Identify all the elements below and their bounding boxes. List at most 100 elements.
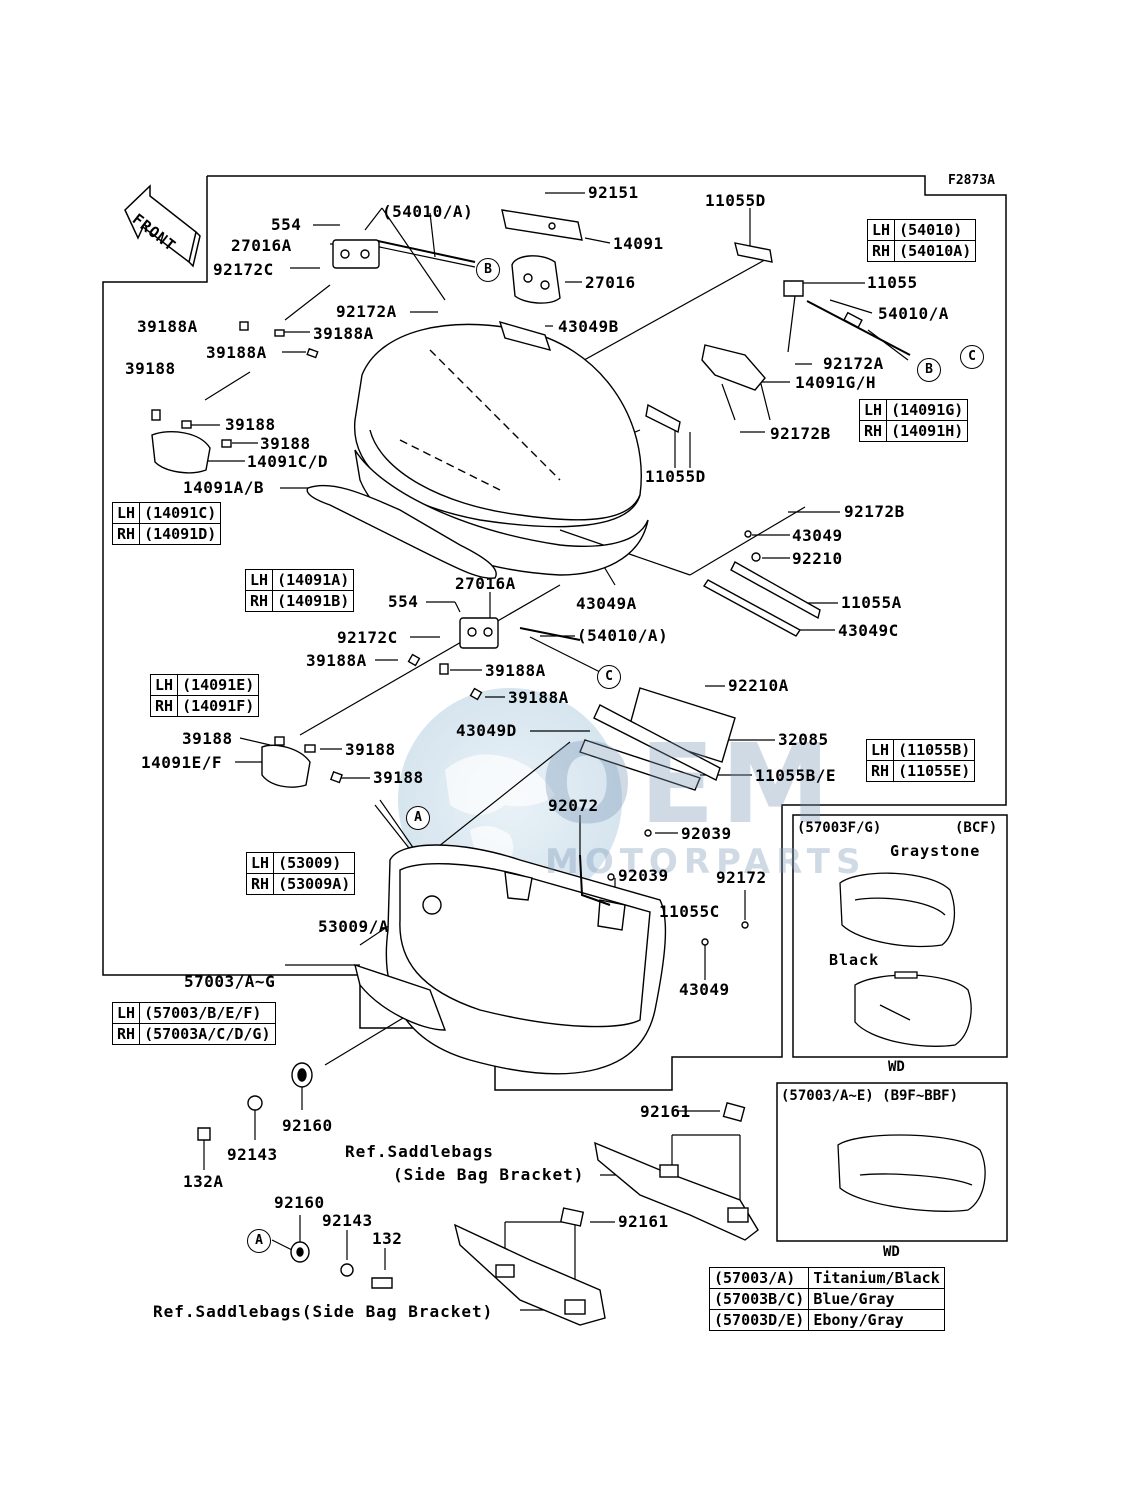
part-label: 92172C	[213, 260, 274, 279]
callout-b: B	[476, 258, 500, 282]
inset2-wd: WD	[883, 1244, 900, 1260]
cover-14091EF	[261, 744, 311, 788]
part-label: 92210	[792, 549, 843, 568]
part-label: 132	[372, 1229, 403, 1248]
inset1-title-model: (57003F/G)	[797, 820, 882, 836]
inset1-wd: WD	[888, 1059, 905, 1075]
part-label: 43049D	[456, 721, 517, 740]
bolt-132	[371, 1277, 393, 1289]
part-label: 32085	[778, 730, 829, 749]
diagram-frame	[102, 175, 1007, 1091]
part-label: 39188	[182, 729, 233, 748]
cover-14091GH	[701, 344, 766, 391]
part-label: 92161	[618, 1212, 669, 1231]
plate-43049B	[498, 320, 552, 352]
part-label: 92151	[588, 183, 639, 202]
strip-43049D	[593, 704, 721, 781]
watermark-subtext: MOTORPARTS	[545, 842, 867, 882]
part-label: 43049	[679, 980, 730, 999]
part-label: 43049A	[576, 594, 637, 613]
part-label: 92039	[681, 824, 732, 843]
part-label: 92172C	[337, 628, 398, 647]
saddlebag-body-shape	[385, 844, 667, 1075]
inset1-title-code: (BCF)	[955, 820, 998, 836]
inset-bag-sketches	[837, 872, 986, 1212]
part-label: 39188A	[206, 343, 267, 362]
part-label: 554	[388, 592, 419, 611]
part-label: 39188	[125, 359, 176, 378]
part-label: 39188A	[508, 688, 569, 707]
part-label: 57003/A~G	[184, 972, 276, 991]
lh-rh-table-14091A: LH(14091A) RH(14091B)	[244, 569, 355, 612]
part-label: 14091E/F	[141, 753, 223, 772]
part-label: 43049C	[838, 621, 899, 640]
part-label: 43049	[792, 526, 843, 545]
latch-27016A-mid	[459, 617, 499, 649]
part-label: (54010/A)	[382, 202, 474, 221]
lh-rh-table-57003: LH(57003/B/E/F) RH(57003A/C/D/G)	[111, 1002, 276, 1045]
part-label: 92210A	[728, 676, 789, 695]
side-bag-bracket-upper	[594, 1141, 759, 1241]
gasket-53009	[354, 963, 447, 1031]
inset1-graystone: Graystone	[890, 842, 981, 860]
inset2-title: (57003/A~E) (B9F~BBF)	[781, 1088, 959, 1104]
part-label: 92172B	[770, 424, 831, 443]
lh-rh-table-53009: LH(53009) RH(53009A)	[245, 852, 356, 895]
part-label: 14091A/B	[183, 478, 265, 497]
part-label: 92072	[548, 796, 599, 815]
ref-side-bag-bracket-upper: (Side Bag Bracket)	[393, 1165, 585, 1184]
part-label: 39188	[225, 415, 276, 434]
latch-27016	[511, 255, 561, 304]
part-label: 92160	[274, 1193, 325, 1212]
color-table: (57003/A)Titanium/Black (57003B/C)Blue/G…	[708, 1267, 945, 1331]
callout-a: A	[406, 806, 430, 830]
part-label: 53009/A	[318, 917, 389, 936]
rod-43049C	[702, 579, 802, 637]
part-label: 92161	[640, 1102, 691, 1121]
part-label: 14091C/D	[247, 452, 329, 471]
bracket-11055D-mid	[645, 403, 681, 434]
part-label: 11055D	[645, 467, 706, 486]
callout-b: B	[917, 358, 941, 382]
rod-11055A	[730, 561, 821, 620]
part-label: 92039	[618, 866, 669, 885]
part-label: 43049B	[558, 317, 619, 336]
part-label: 39188A	[137, 317, 198, 336]
lh-rh-table-14091G: LH(14091G) RH(14091H)	[858, 399, 969, 442]
lh-rh-table-14091E: LH(14091E) RH(14091F)	[149, 674, 260, 717]
diagram-code: F2873A	[948, 173, 995, 188]
part-label: 92143	[322, 1211, 373, 1230]
part-label: 132A	[183, 1172, 224, 1191]
part-label: 39188	[373, 768, 424, 787]
part-label: 14091	[613, 234, 664, 253]
part-label: 92160	[282, 1116, 333, 1135]
part-label: 54010/A	[878, 304, 949, 323]
lh-rh-table-14091C: LH(14091C) RH(14091D)	[111, 502, 222, 545]
bolt-132A	[197, 1127, 211, 1141]
callout-c: C	[960, 345, 984, 369]
part-label: 11055D	[705, 191, 766, 210]
strip-11055BE	[579, 739, 701, 791]
part-label: 92172B	[844, 502, 905, 521]
part-label: 92172A	[823, 354, 884, 373]
part-label: 11055C	[659, 902, 720, 921]
part-label: 11055A	[841, 593, 902, 612]
watermark-text: OEM	[540, 720, 837, 848]
inset-frames	[776, 814, 1008, 1242]
part-label: 554	[271, 215, 302, 234]
molding-strip-shape	[306, 484, 497, 579]
front-arrow-icon	[124, 184, 201, 268]
lh-rh-table-11055B: LH(11055B) RH(11055E)	[865, 739, 976, 782]
plate-32085	[627, 687, 736, 763]
part-label: 27016A	[231, 236, 292, 255]
part-label: 92143	[227, 1145, 278, 1164]
inset1-black: Black	[829, 951, 880, 969]
ref-saddlebags-upper: Ref.Saddlebags	[345, 1142, 494, 1161]
bracket-14091	[501, 209, 583, 241]
part-label: 39188	[260, 434, 311, 453]
callout-c: C	[597, 665, 621, 689]
part-label: 92172	[716, 868, 767, 887]
lh-rh-table-54010: LH(54010) RH(54010A)	[866, 219, 977, 262]
part-label: 92172A	[336, 302, 397, 321]
